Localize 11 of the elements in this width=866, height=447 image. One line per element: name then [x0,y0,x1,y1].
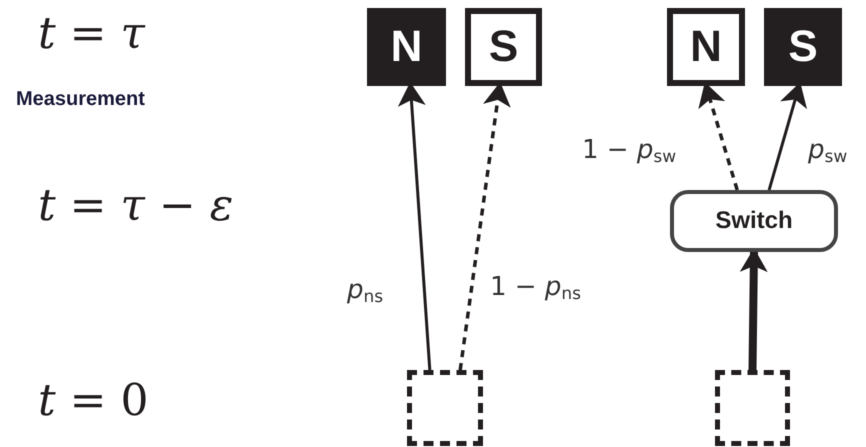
empty-state-box [407,370,483,446]
time-label: t = τ [38,8,145,59]
empty-state-box [715,370,790,446]
time-label: t = 0 [38,375,149,426]
process-box: Switch [670,190,838,252]
filled-state-box: N [367,8,446,86]
stage-label: Measurement [16,88,145,111]
filled-state-box: S [764,8,842,86]
time-label: t = τ − ε [38,180,234,231]
state-box: S [465,8,542,86]
state-box: N [667,8,745,86]
